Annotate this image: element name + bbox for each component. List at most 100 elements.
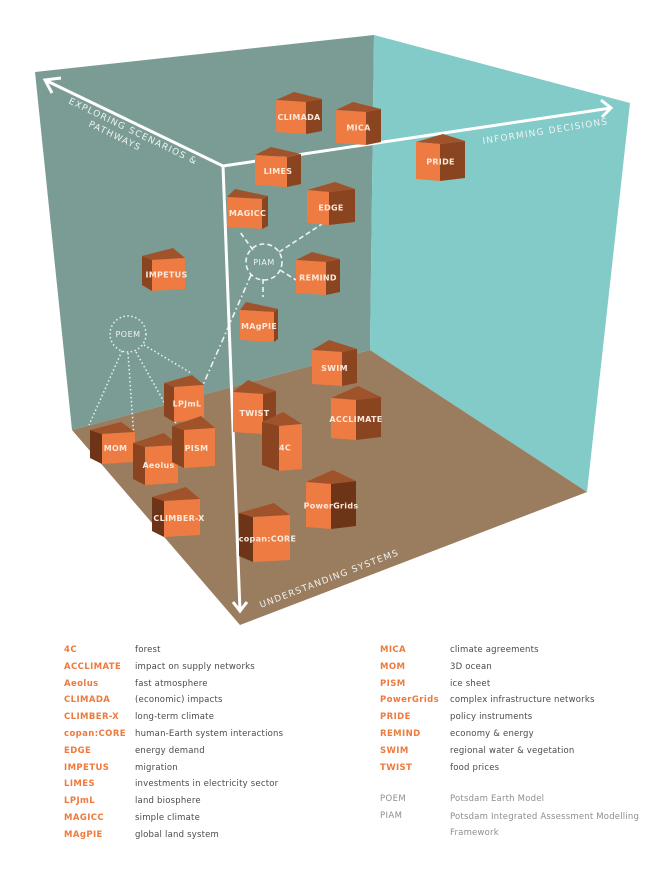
cube-top-face — [240, 302, 278, 312]
cube-label: MAGICC — [229, 209, 266, 218]
legend-key: EDGE — [64, 745, 92, 756]
cube-top-face — [133, 433, 178, 447]
model-cube-magicc[interactable]: MAGICC — [227, 189, 268, 229]
model-cube-pism[interactable]: PISM — [172, 416, 215, 468]
legend-key: PISM — [380, 678, 406, 689]
cube-label: MICA — [346, 124, 371, 133]
cube-label: 4C — [279, 444, 291, 453]
hub-poem[interactable]: POEM — [109, 315, 147, 353]
legend-description: land biosphere — [135, 796, 201, 807]
axis-exploring-line — [44, 78, 224, 168]
cube-side-face — [274, 309, 278, 342]
legend-key: LPJmL — [64, 796, 96, 807]
cube-top-face — [172, 416, 215, 430]
cube-side-face — [356, 397, 381, 440]
model-cube-mica[interactable]: MICA — [336, 102, 381, 145]
axis-understanding-line — [221, 165, 242, 612]
cube-top-face — [276, 92, 322, 102]
cube-label: CLIMBER-X — [153, 514, 205, 523]
cube-top-face — [262, 412, 302, 426]
legend-description: simple climate — [135, 813, 201, 823]
cube-front-face — [253, 515, 290, 562]
model-cube-impetus[interactable]: IMPETUS — [142, 248, 188, 291]
cube-label: LPJmL — [173, 400, 202, 409]
cube-side-face — [342, 349, 357, 386]
legend-key: CLIMBER-X — [64, 712, 120, 723]
cube-top-face — [233, 380, 276, 394]
model-cube-diagram: CLIMADA MICA PRIDE LIMES MAGICC EDGE REMIND IMP… — [35, 35, 630, 625]
model-cube-climada[interactable]: CLIMADA — [276, 92, 322, 134]
cube-side-face — [164, 383, 174, 422]
legend-description: ice sheet — [450, 678, 491, 689]
cube-top-face — [239, 503, 290, 517]
piam-link-remind — [279, 269, 297, 281]
cube-front-face — [174, 385, 204, 422]
legend-key: Aeolus — [64, 678, 99, 689]
model-cube-4c[interactable]: 4C — [262, 412, 302, 471]
legend-key: REMIND — [380, 729, 421, 739]
model-cube-remind[interactable]: REMIND — [296, 252, 340, 295]
legend-key: PIAM — [380, 810, 403, 821]
legend-description: migration — [135, 762, 178, 773]
cube-top-face — [307, 182, 355, 192]
hub-piam[interactable]: PIAM — [245, 243, 283, 281]
cube-side-face — [172, 426, 184, 468]
poem-hub-label: POEM — [115, 330, 140, 339]
cube-front-face — [164, 499, 200, 537]
model-cube-edge[interactable]: EDGE — [307, 182, 355, 225]
poem-hub-circle — [109, 315, 147, 353]
cube-side-face — [90, 430, 102, 464]
cube-label: CLIMADA — [277, 113, 321, 122]
model-cube-twist[interactable]: TWIST — [233, 380, 276, 434]
legend-description: Potsdam Integrated Assessment Modelling … — [450, 811, 640, 838]
cube-side-face — [133, 443, 145, 485]
model-cube-magpie[interactable]: MAgPIE — [240, 302, 278, 342]
model-cube-aeolus[interactable]: Aeolus — [133, 433, 178, 485]
cube-label: MOM — [104, 444, 128, 453]
model-cube-copan-core[interactable]: copan:CORE — [239, 503, 297, 562]
cube-top-face — [152, 487, 200, 501]
model-cube-swim[interactable]: SWIM — [312, 340, 357, 386]
legend-description: complex infrastructure networks — [450, 695, 595, 706]
model-cube-limes[interactable]: LIMES — [255, 147, 301, 187]
cube-side-face — [440, 141, 465, 181]
cube-side-face — [326, 259, 340, 295]
legend-description: global land system — [135, 829, 220, 840]
cube-front-face — [279, 424, 302, 471]
legend-key: MICA — [380, 645, 407, 655]
legend-description: Potsdam Earth Model — [450, 794, 545, 804]
cube-side-face — [262, 422, 279, 471]
cube-label: EDGE — [318, 204, 343, 213]
model-cube-powergrids[interactable]: PowerGrids — [304, 470, 359, 529]
axis-informing-arrowhead — [600, 98, 614, 119]
cube-top-face — [90, 422, 135, 434]
model-cube-pride[interactable]: PRIDE — [416, 134, 465, 181]
hub-connectors — [88, 223, 323, 439]
legend-key: copan:CORE — [64, 729, 126, 739]
cube-front-face — [255, 155, 287, 187]
model-cube-acclimate[interactable]: ACCLIMATE — [329, 386, 382, 440]
legend-key: MAgPIE — [64, 829, 103, 840]
legend-description: 3D ocean — [450, 661, 492, 672]
piam-hub-circle — [245, 243, 283, 281]
legend-key: ACCLIMATE — [64, 661, 122, 672]
legend-key: CLIMADA — [64, 695, 111, 706]
cube-side-face — [152, 497, 164, 537]
legend-description: forest — [135, 645, 161, 655]
cube-top-face — [312, 340, 357, 352]
cube-front-face — [227, 197, 262, 229]
axis-understanding-arrowhead — [231, 601, 249, 614]
cube-side-face — [142, 256, 152, 291]
model-cube-lpjml[interactable]: LPJmL — [164, 375, 204, 422]
legend-description: investments in electricity sector — [135, 779, 279, 790]
cube-top-face — [331, 386, 381, 400]
cube-top-face — [296, 252, 340, 262]
model-cube-climber-x[interactable]: CLIMBER-X — [152, 487, 205, 537]
cube-side-face — [306, 99, 322, 134]
cube-front-face — [307, 190, 329, 225]
legend-description: human-Earth system interactions — [135, 729, 284, 739]
legend-key: 4C — [64, 645, 77, 655]
model-cube-mom[interactable]: MOM — [90, 422, 135, 464]
piam-link-lpjml — [202, 274, 252, 386]
